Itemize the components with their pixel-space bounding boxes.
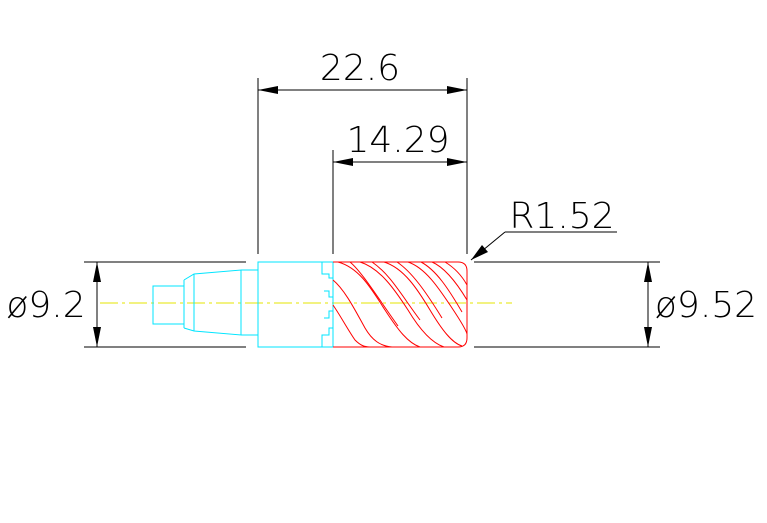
shank-diameter-label: ø9.2 — [6, 285, 85, 326]
corner-radius-label: R1.52 — [509, 196, 614, 237]
overall-length-label: 22.6 — [320, 48, 400, 89]
cutter-flutes — [332, 261, 468, 348]
dimension-arrows — [93, 86, 652, 347]
cutter-diameter-label: ø9.52 — [655, 285, 757, 326]
shank-profile — [152, 261, 334, 348]
cutting-length-label: 14.29 — [346, 120, 449, 161]
